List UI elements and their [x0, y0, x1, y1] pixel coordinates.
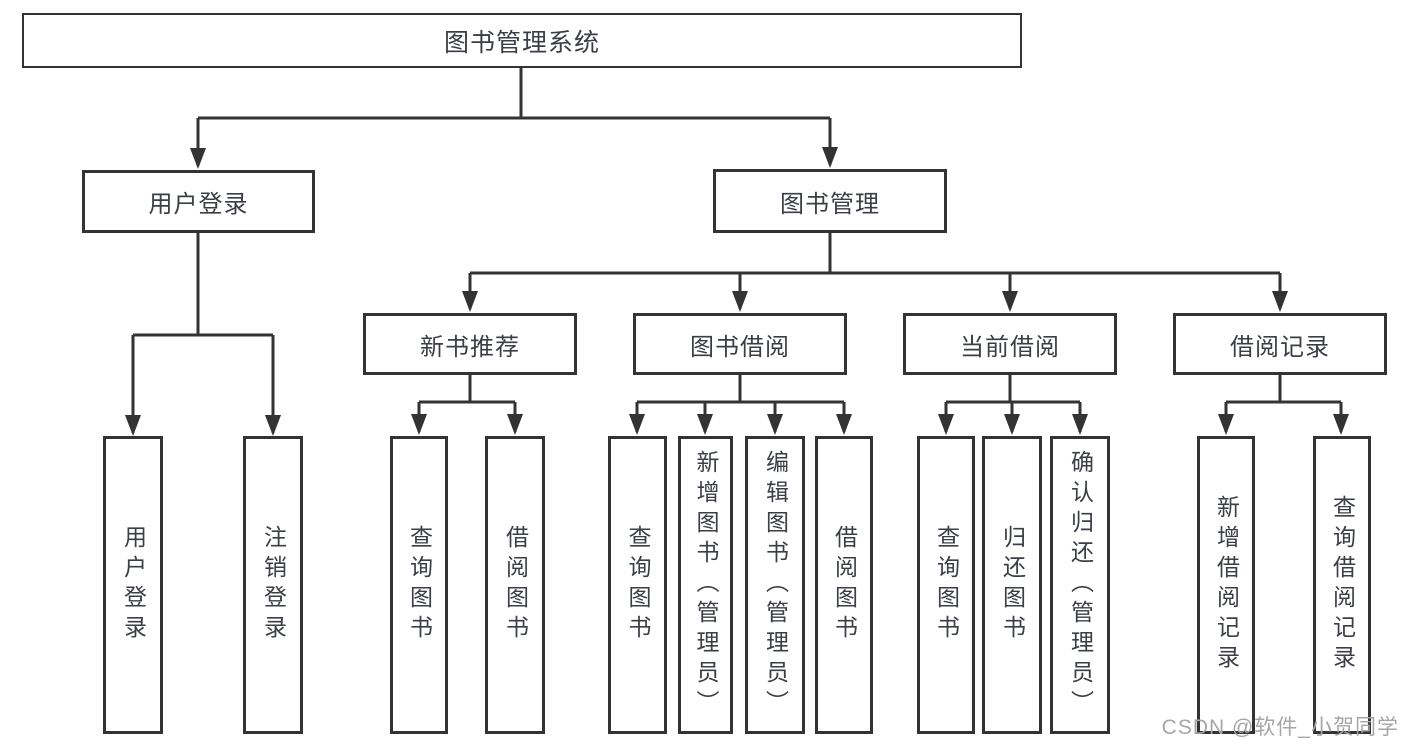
leaf-confirm-return-admin-label: 确认归还（管理员） — [1067, 450, 1094, 720]
node-user-login-label: 用户登录 — [148, 191, 249, 218]
node-book-management-label: 图书管理 — [780, 190, 880, 218]
leaf-return-books: 归还图书 — [982, 436, 1042, 734]
leaf-query-books-2-label: 查询图书 — [625, 525, 651, 645]
leaf-borrow-books-2: 借阅图书 — [815, 436, 873, 734]
node-user-login: 用户登录 — [82, 170, 315, 233]
node-borrow-records: 借阅记录 — [1173, 313, 1387, 375]
leaf-add-borrow-record: 新增借阅记录 — [1197, 436, 1255, 734]
leaf-query-books-1-label: 查询图书 — [406, 525, 433, 645]
leaf-add-books-admin-label: 新增图书（管理员） — [693, 450, 719, 720]
leaf-confirm-return-admin: 确认归还（管理员） — [1050, 436, 1110, 734]
leaf-add-borrow-record-label: 新增借阅记录 — [1213, 495, 1240, 675]
leaf-logout-login: 注销登录 — [243, 436, 303, 734]
leaf-query-books-3-label: 查询图书 — [933, 525, 960, 645]
node-book-management: 图书管理 — [713, 169, 947, 233]
leaf-borrow-books-2-label: 借阅图书 — [831, 525, 858, 645]
leaf-edit-books-admin-label: 编辑图书（管理员） — [762, 450, 789, 720]
node-current-borrowing-label: 当前借阅 — [960, 333, 1060, 361]
leaf-user-login-label: 用户登录 — [120, 525, 147, 645]
leaf-query-books-1: 查询图书 — [390, 436, 448, 734]
node-library-system-label: 图书管理系统 — [443, 28, 600, 57]
node-library-system: 图书管理系统 — [22, 13, 1022, 68]
node-new-book-recommend: 新书推荐 — [363, 313, 577, 375]
node-book-borrowing-label: 图书借阅 — [690, 333, 790, 361]
leaf-query-books-3: 查询图书 — [917, 436, 975, 734]
leaf-query-borrow-record-label: 查询借阅记录 — [1329, 495, 1356, 675]
connector-lines — [131, 65, 1343, 433]
leaf-borrow-books-1-label: 借阅图书 — [502, 525, 529, 645]
leaf-add-books-admin: 新增图书（管理员） — [678, 436, 733, 734]
csdn-watermark: CSDN @软件_小贺同学 — [1161, 716, 1399, 739]
arrowheads — [125, 147, 1349, 436]
leaf-query-borrow-record: 查询借阅记录 — [1313, 436, 1371, 734]
node-borrow-records-label: 借阅记录 — [1230, 333, 1330, 361]
node-current-borrowing: 当前借阅 — [903, 313, 1117, 375]
leaf-user-login: 用户登录 — [103, 436, 163, 734]
leaf-logout-login-label: 注销登录 — [260, 525, 287, 645]
leaf-borrow-books-1: 借阅图书 — [485, 436, 545, 734]
leaf-query-books-2: 查询图书 — [608, 436, 667, 734]
leaf-edit-books-admin: 编辑图书（管理员） — [745, 436, 805, 734]
leaf-return-books-label: 归还图书 — [999, 525, 1026, 645]
node-new-book-recommend-label: 新书推荐 — [420, 333, 520, 361]
node-book-borrowing: 图书借阅 — [633, 313, 847, 375]
